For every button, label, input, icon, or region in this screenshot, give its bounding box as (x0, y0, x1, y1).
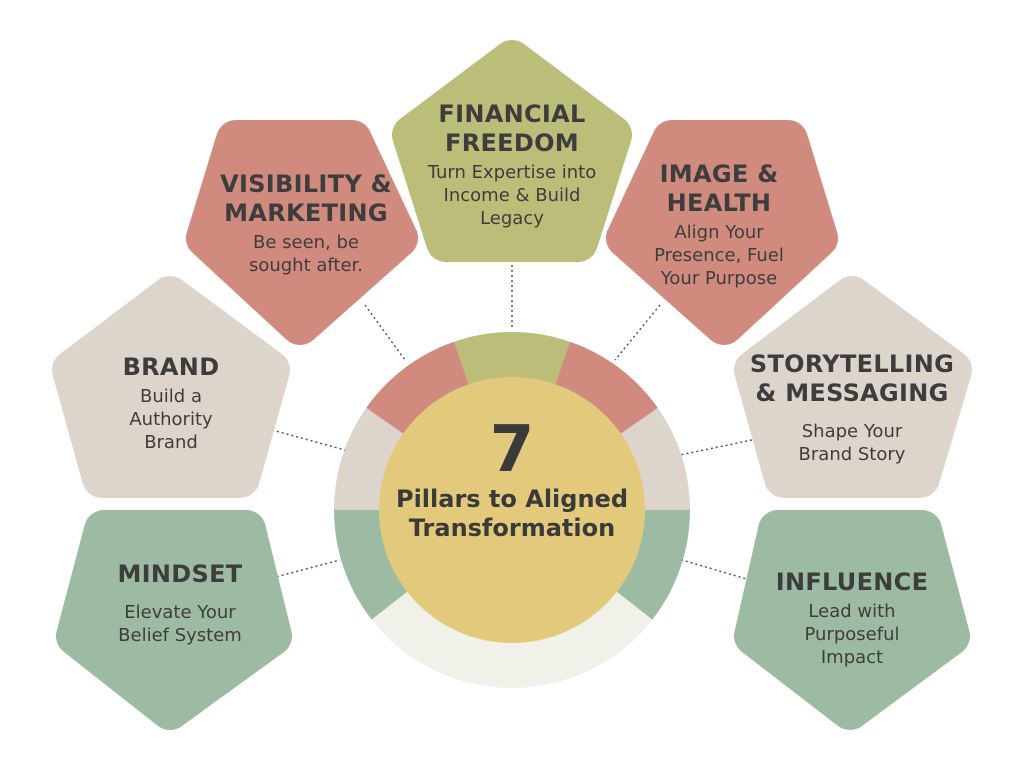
center-circle (379, 377, 645, 643)
pentagon-influence (734, 510, 970, 730)
center-title: Pillars to Aligned Transformation (395, 485, 628, 542)
pillar-financial: FINANCIAL FREEDOM Turn Expertise into In… (427, 100, 597, 230)
pillar-influence: INFLUENCE Lead with Purposeful Impact (772, 568, 932, 669)
pentagon-mindset (56, 510, 292, 730)
ring-segment-image (554, 341, 658, 436)
pillar-storytelling: STORYTELLING & MESSAGING Shape Your Bran… (747, 350, 957, 466)
pillar-brand: BRAND Build a Authority Brand (111, 353, 231, 454)
connector-image (614, 304, 661, 361)
connector-mindset (271, 559, 341, 579)
connector-influence (681, 559, 751, 581)
pillar-subtitle: Turn Expertise into Income & Build Legac… (427, 162, 597, 229)
pillar-image: IMAGE & HEALTH Align Your Presence, Fuel… (644, 160, 794, 290)
pillar-title: MINDSET (117, 560, 243, 588)
pillar-subtitle: Shape Your Brand Story (798, 421, 906, 465)
pentagon-brand (52, 276, 290, 498)
pillar-title: INFLUENCE (775, 568, 929, 596)
pillar-subtitle: Lead with Purposeful Impact (804, 601, 900, 668)
pillar-visibility: VISIBILITY & MARKETING Be seen, be sough… (211, 170, 401, 277)
ring-segment-bottom (371, 590, 653, 688)
pillar-subtitle: Build a Authority Brand (129, 386, 213, 453)
center-label: 7 Pillars to Aligned Transformation (382, 415, 642, 543)
pentagon-financial (392, 40, 632, 262)
center-ring (334, 332, 690, 688)
connector-storytelling (679, 439, 753, 456)
connector-brand (271, 429, 346, 451)
pentagon-visibility (186, 120, 418, 345)
pillar-mindset: MINDSET Elevate Your Belief System (100, 560, 260, 647)
ring-segment-mindset (334, 510, 410, 620)
pentagon-image (606, 120, 838, 345)
pillar-title: IMAGE & HEALTH (659, 160, 779, 217)
pillar-subtitle: Be seen, be sought after. (248, 232, 364, 276)
pillar-subtitle: Align Your Presence, Fuel Your Purpose (654, 222, 784, 289)
ring-segment-visibility (366, 341, 470, 436)
pillar-title: VISIBILITY & MARKETING (220, 170, 392, 227)
center-number: 7 (489, 413, 535, 487)
ring-segment-financial (454, 332, 570, 388)
connector-visibility (364, 304, 406, 361)
pillar-title: FINANCIAL FREEDOM (438, 100, 586, 157)
pillar-title: STORYTELLING & MESSAGING (749, 350, 955, 407)
pillar-title: BRAND (122, 353, 220, 381)
ring-segment-influence (614, 510, 690, 620)
pillar-subtitle: Elevate Your Belief System (118, 602, 242, 646)
ring-segment-brand (334, 407, 406, 510)
ring-segment-storytelling (618, 407, 690, 510)
pentagon-storytelling (734, 276, 972, 498)
